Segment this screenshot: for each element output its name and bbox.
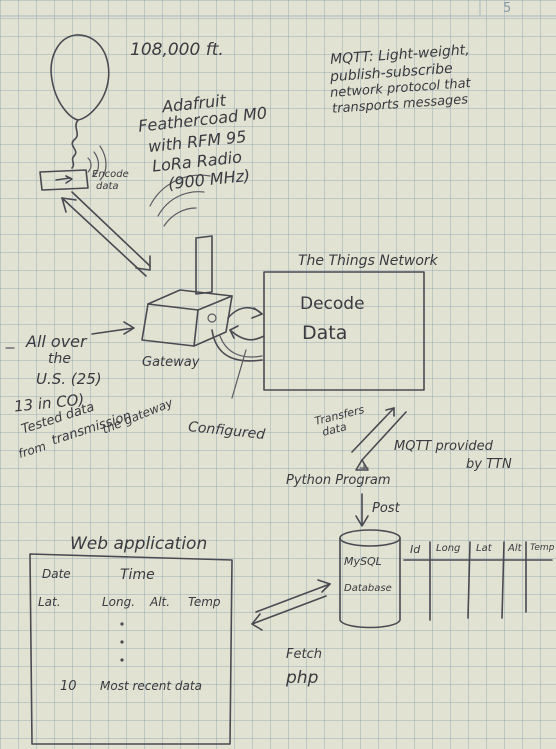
web-app-lat: Lat. [38,595,61,609]
db-col-alt: Alt [508,543,522,554]
post-label: Post [372,501,400,516]
web-app-ellipsis [120,622,124,662]
gateway-cable-2 [219,335,263,358]
db-col-long: Long [436,543,461,554]
web-app-title: Web application [70,534,208,554]
python-program-label: Python Program [286,473,391,488]
web-app-box [29,553,233,745]
ttn-box [263,271,425,391]
all-over-3: U.S. (25) [36,370,102,388]
db-col-id: Id [410,543,421,556]
encode-label-1: Encode [92,169,129,180]
web-app-long: Long. [102,595,136,609]
ttn-title: The Things Network [298,253,438,269]
web-app-date: Date [42,567,71,581]
web-app-temp: Temp [188,595,221,609]
ttn-python-arrows [351,407,407,461]
db-col-lat: Lat [476,543,492,554]
encode-label-2: data [96,181,119,192]
all-over-2: the [48,351,71,367]
gateway-label: Gateway [142,355,200,370]
web-app-recent: Most recent data [100,679,202,693]
database-icon [339,529,401,629]
gateway-device [141,235,233,347]
gateway-ttn-arrows [227,306,265,341]
all-over-arrow [91,321,135,335]
database-label-2: Database [344,583,392,594]
fetch-arrows [251,579,331,631]
gateway-signal-icon [149,174,211,227]
php-label: php [286,668,319,688]
web-app-alt: Alt. [150,595,171,609]
altitude-label: 108,000 ft. [130,40,224,60]
mqtt-provided-2: by TTN [466,457,512,472]
page-number: 5 [503,1,512,16]
web-app-time: Time [120,567,155,583]
payload-signal-icon [87,145,107,181]
gateway-cable [211,329,263,362]
balloon-icon [50,34,110,169]
mqtt-provided-1: MQTT provided [394,439,493,454]
payload-box [39,169,89,191]
post-arrow [355,493,369,527]
all-over-1: All over [26,332,87,351]
mqtt-pointer-triangle [355,459,369,471]
db-col-temp: Temp [530,543,555,553]
configured-pointer [231,349,247,399]
triangle-hatch [359,463,369,471]
database-label-1: MySQL [344,555,382,568]
balloon-gateway-arrow [61,191,151,277]
ttn-box-line-1: Decode [300,294,365,314]
fetch-label: Fetch [286,647,322,662]
database-table-lines [403,541,553,621]
web-app-count: 10 [60,679,77,694]
ttn-box-line-2: Data [302,322,348,344]
